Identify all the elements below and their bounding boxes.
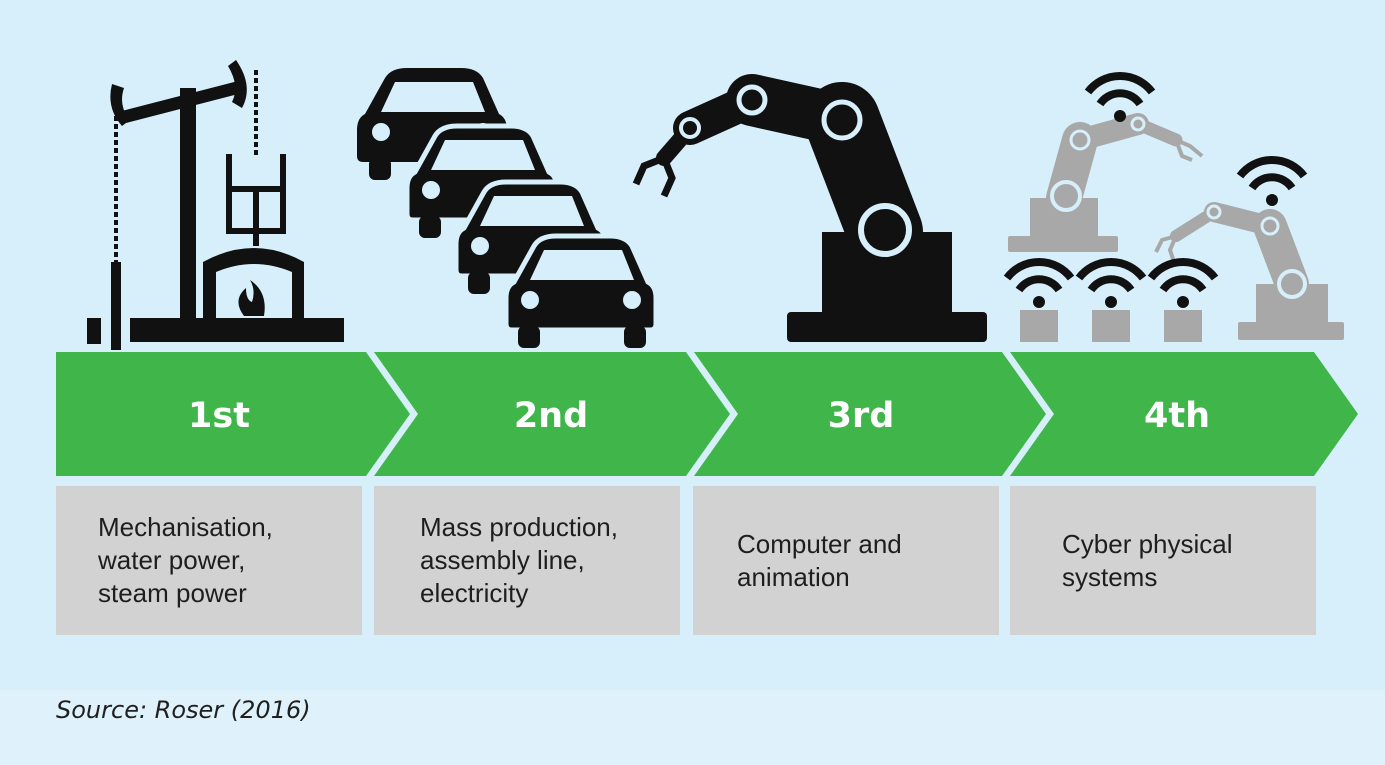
stage-description-box-4: Cyber physical systems (1010, 486, 1316, 635)
stage-description-3: Computer and animation (737, 528, 902, 592)
illustrations (87, 60, 1344, 350)
stage-arrow-2 (374, 352, 730, 476)
stage-label-4: 4th (1143, 396, 1210, 436)
steam-engine-icon (87, 60, 344, 350)
stage-description-box-2: Mass production, assembly line, electric… (374, 486, 680, 635)
stage-arrow-3 (694, 352, 1046, 476)
stage-label-2: 2nd (513, 396, 589, 436)
stage-arrow-4 (1010, 352, 1358, 476)
stage-description-box-1: Mechanisation, water power, steam power (56, 486, 362, 635)
stage-description-4: Cyber physical systems (1062, 528, 1233, 592)
stage-description-1: Mechanisation, water power, steam power (98, 512, 273, 608)
stage-description-2: Mass production, assembly line, electric… (420, 512, 618, 608)
robot-arm-icon (632, 74, 987, 342)
stage-label-3: 3rd (827, 396, 895, 436)
assembly-line-cars-icon (357, 68, 659, 348)
timeline-arrows (56, 352, 1358, 476)
stage-description-box-3: Computer and animation (693, 486, 999, 635)
stage-label-1: 1st (188, 396, 250, 436)
stage-arrow-1 (56, 352, 410, 476)
source-caption: Source: Roser (2016) (56, 696, 311, 724)
connected-robots-wifi-icon (1003, 72, 1344, 342)
